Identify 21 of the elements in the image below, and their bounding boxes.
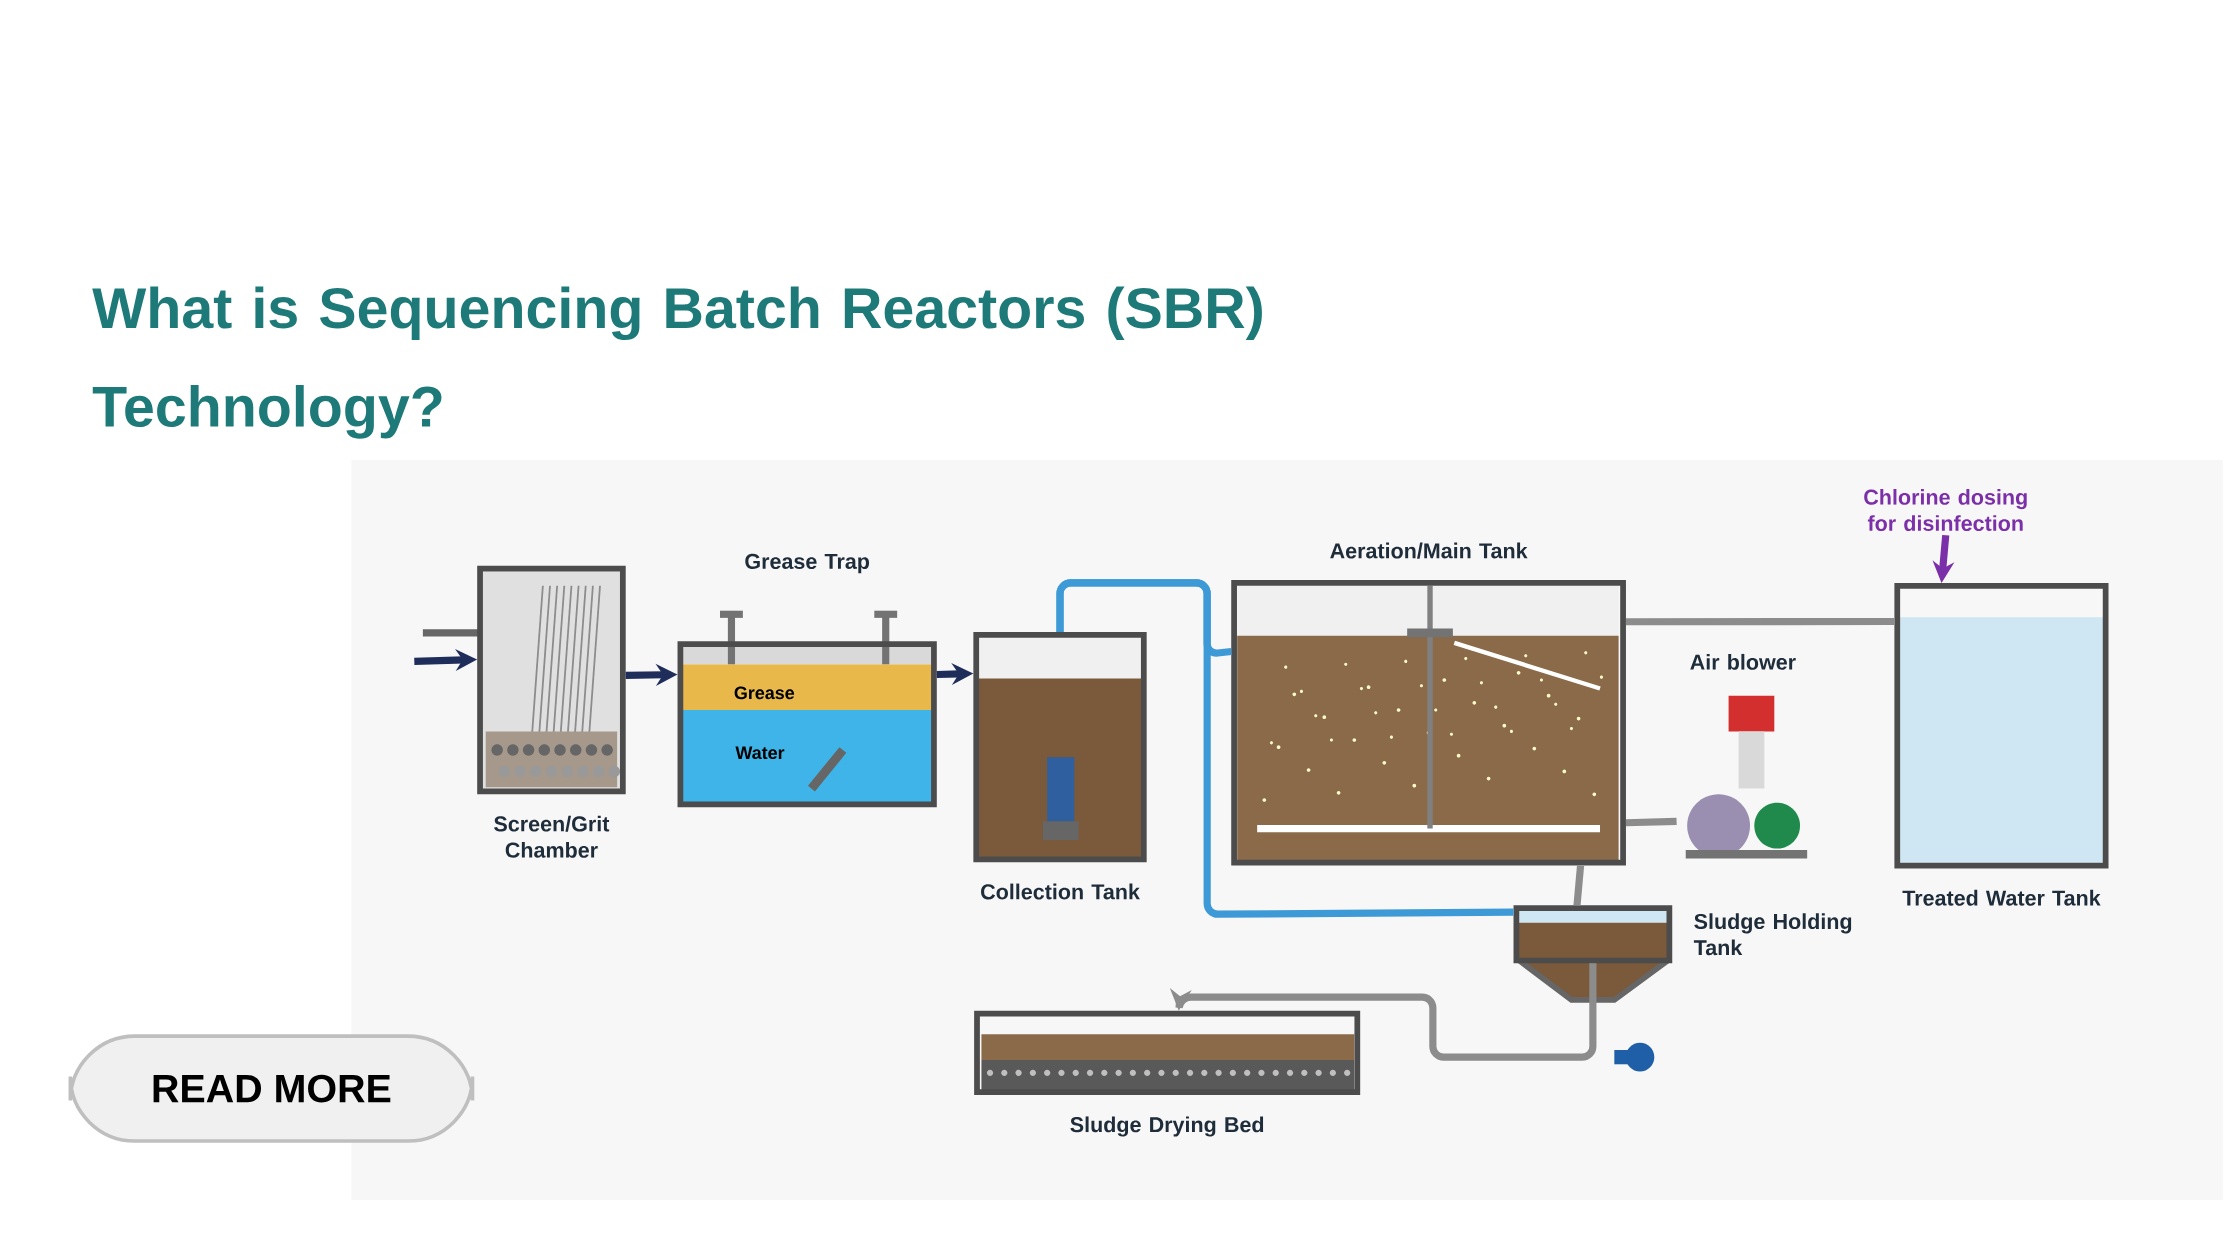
node-label: Screen/Grit Chamber (494, 815, 610, 858)
node-label: Collection Tank (981, 883, 1140, 900)
tank-label: Grease (734, 686, 795, 700)
node-label: Sludge Holding Tank (1693, 913, 1852, 956)
read-more-button: READ MORE (68, 1034, 475, 1143)
tank: Treated Water Tank (1894, 582, 2109, 906)
node-label: Sludge Drying Bed (1070, 1116, 1264, 1137)
pipe (1573, 865, 1585, 906)
tank: Air blower (1690, 653, 1796, 670)
node-label: Aeration/Main Tank (1330, 542, 1528, 559)
node-label: Treated Water Tank (1902, 889, 2101, 906)
node-label: Grease Trap (745, 553, 870, 574)
tank: Sludge Drying Bed (974, 1010, 1361, 1137)
pipe (1625, 617, 1895, 626)
tank: Screen/Grit Chamber (477, 565, 626, 858)
tank-label: Water (735, 746, 785, 760)
tank: Collection Tank (973, 632, 1147, 900)
annotation-text: Chlorine dosing for disinfection (1864, 488, 2027, 531)
title: What is Sequencing Batch Reactors (SBR) Technology? (92, 286, 1262, 439)
tank: Aeration/Main Tank (1231, 542, 1626, 866)
tank: Sludge Holding Tank (1513, 905, 1852, 964)
